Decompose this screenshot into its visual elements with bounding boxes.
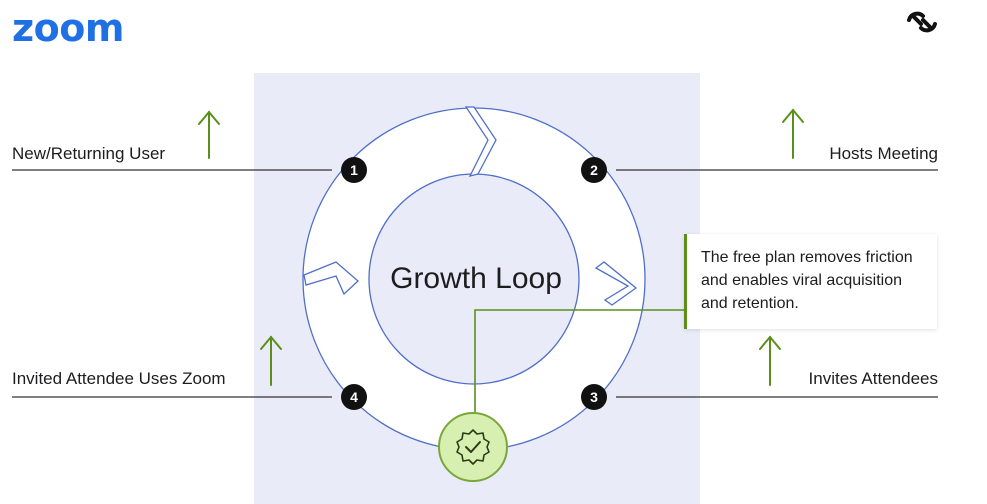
step-2-number: 2 [581,157,607,183]
step-1-label: New/Returning User [12,144,166,163]
growth-loop-title: Growth Loop [390,262,562,295]
verified-badge [438,412,508,482]
verified-badge-icon [456,429,490,465]
step-4-number: 4 [341,384,367,410]
callout-connector [474,309,684,412]
step-1-number: 1 [341,157,367,183]
loop-separator-left [303,261,359,296]
up-arrow-icon [759,335,781,386]
company-mark-icon [907,11,937,33]
step-3-label: Invites Attendees [808,369,938,388]
loop-separator-right [594,261,638,306]
step-2-label: Hosts Meeting [829,144,938,163]
step-3-number: 3 [581,384,607,410]
up-arrow-icon [260,335,282,386]
up-arrow-icon [782,108,804,159]
callout-box: The free plan removes friction and enabl… [684,234,937,329]
zoom-logo: zoom [12,6,124,50]
step-4-label: Invited Attendee Uses Zoom [12,369,226,388]
loop-separator-top [464,106,497,177]
up-arrow-icon [198,110,220,159]
